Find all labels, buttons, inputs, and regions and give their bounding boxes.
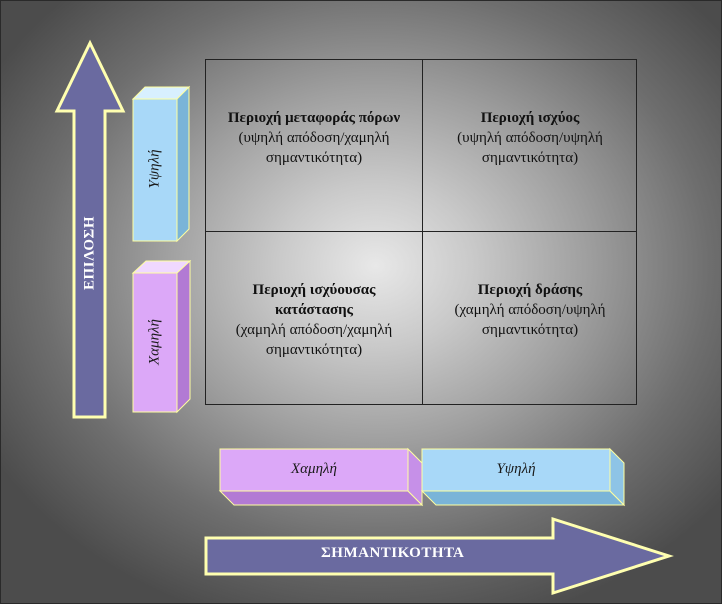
y-low-box	[131, 259, 192, 414]
matrix-divider-horizontal	[206, 231, 636, 232]
x-low-box	[218, 447, 424, 507]
horizontal-axis-arrow	[204, 516, 674, 596]
quadrant-title: Περιοχή ισχύουσας κατάστασης	[252, 282, 376, 318]
quadrant-subtitle: (υψηλή απόδοση/υψηλή σημαντικότητα)	[457, 130, 603, 166]
y-low-label: Χαμηλή	[146, 319, 163, 365]
quadrant-bottom-right: Περιοχή δράσης (χαμηλή απόδοση/υψηλή σημ…	[422, 280, 638, 452]
quadrant-title: Περιοχή μεταφοράς πόρων	[227, 110, 401, 126]
quadrant-top-left: Περιοχή μεταφοράς πόρων (υψηλή απόδοση/χ…	[206, 108, 422, 280]
quadrant-title: Περιοχή δράσης	[477, 282, 583, 298]
x-high-box	[420, 447, 626, 507]
quadrant-bottom-left: Περιοχή ισχύουσας κατάστασης (χαμηλή από…	[206, 280, 422, 452]
y-high-box	[131, 85, 191, 243]
vertical-axis-arrow	[54, 39, 126, 419]
quadrant-matrix: Περιοχή μεταφοράς πόρων (υψηλή απόδοση/χ…	[205, 59, 637, 405]
x-high-label: Υψηλή	[496, 461, 536, 477]
y-high-label: Υψηλή	[146, 149, 163, 189]
vertical-axis-label: ΕΠΙΛΟΣΗ	[81, 215, 98, 291]
quadrant-subtitle: (χαμηλή απόδοση/υψηλή σημαντικότητα)	[454, 302, 606, 338]
matrix-divider-vertical	[422, 60, 423, 404]
quadrant-subtitle: (υψηλή απόδοση/χαμηλή σημαντικότητα)	[238, 130, 390, 166]
horizontal-axis-label: ΣΗΜΑΝΤΙΚΟΤΗΤΑ	[321, 545, 465, 561]
quadrant-top-right: Περιοχή ισχύος (υψηλή απόδοση/υψηλή σημα…	[422, 108, 638, 280]
quadrant-subtitle: (χαμηλή απόδοση/χαμηλή σημαντικότητα)	[235, 322, 393, 358]
quadrant-title: Περιοχή ισχύος	[480, 110, 580, 126]
x-low-label: Χαμηλή	[291, 461, 337, 477]
